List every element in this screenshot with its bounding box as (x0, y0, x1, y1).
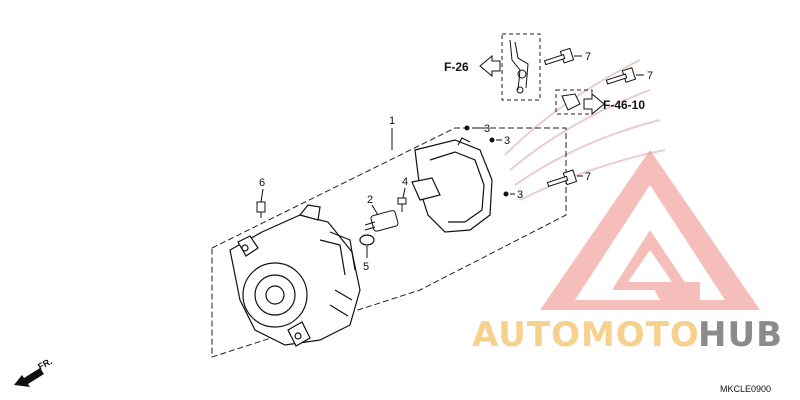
callout-4: 4 (402, 176, 408, 188)
nuts-3 (464, 125, 509, 197)
callout-3a: 3 (484, 123, 490, 135)
ref-arrow-left (479, 54, 501, 78)
callout-6: 6 (259, 177, 265, 189)
front-direction-arrow: FR. (14, 356, 54, 387)
direction-label: FR. (36, 356, 53, 372)
callout-7b: 7 (647, 70, 653, 82)
callout-1: 1 (389, 115, 395, 127)
assembly-outline (211, 127, 567, 358)
watermark-logo (540, 150, 760, 310)
rear-cover (411, 137, 493, 233)
wiring-ref-box (501, 33, 541, 101)
callout-3c: 3 (517, 189, 523, 201)
diagram-code: MKCLE0900 (720, 384, 771, 394)
callout-5: 5 (363, 261, 369, 273)
bolt-6 (256, 201, 266, 218)
callout-7a: 7 (585, 51, 591, 63)
screw-4 (397, 197, 407, 212)
callout-2: 2 (367, 194, 373, 206)
callout-7c: 7 (585, 171, 591, 183)
watermark-brand-part2: HUB (698, 315, 783, 355)
bolts-7 (543, 47, 637, 187)
ref-label-right: F-46-10 (603, 98, 645, 112)
callout-3b: 3 (504, 135, 510, 147)
regulator-part-2 (364, 210, 399, 232)
watermark-brand-part1: AUTOMOTO (472, 315, 700, 355)
connector-ref-box (555, 89, 593, 115)
ref-arrow-right (583, 92, 605, 116)
connector-part (561, 93, 581, 111)
o-ring-5 (359, 234, 375, 246)
ref-label-left: F-26 (444, 60, 469, 74)
wiring-harness (509, 39, 529, 94)
leader-lines (260, 55, 644, 258)
alternator-body (229, 204, 361, 347)
